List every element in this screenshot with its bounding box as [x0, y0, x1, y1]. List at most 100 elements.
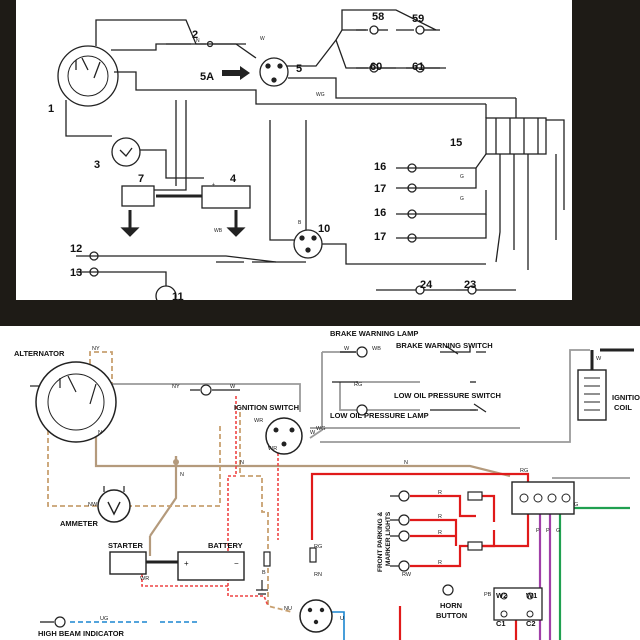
battery-symbol — [201, 185, 251, 209]
wire-code-b: B — [262, 570, 266, 576]
top-label-5: 5 — [296, 63, 302, 75]
battery-symbol: + − — [177, 551, 268, 595]
svg-text:B: B — [298, 220, 302, 226]
horn-button-label: HORN — [440, 601, 462, 610]
alternator-symbol — [30, 361, 117, 443]
wire-code-n-4: N — [180, 472, 184, 478]
top-label-17a: 17 — [374, 183, 386, 195]
wire-code-wb: WB — [372, 346, 381, 352]
top-label-11: 11 — [172, 291, 184, 300]
low-oil-pressure-lamp-label: LOW OIL PRESSURE LAMP — [330, 411, 429, 420]
brake-warning-switch-label: BRAKE WARNING SWITCH — [396, 341, 493, 350]
top-label-17b: 17 — [374, 231, 386, 243]
c2-label: C2 — [526, 619, 536, 628]
wire-code-r-4: R — [438, 560, 442, 566]
wire-code-u: U — [340, 616, 344, 622]
brake-warning-lamp — [356, 346, 368, 358]
wire-code-w-3: W — [596, 356, 602, 362]
wire-code-wg: WG — [316, 426, 325, 432]
svg-text:−: − — [234, 559, 239, 568]
wire-code-r-3: R — [438, 530, 442, 536]
svg-text:G: G — [460, 196, 464, 202]
wire-code-nu: NU — [284, 606, 292, 612]
starter-symbol — [121, 185, 155, 207]
ignition-coil-label-2: COIL — [614, 403, 632, 412]
wire-code-rg-2: RG — [520, 468, 528, 474]
top-label-16b: 16 — [374, 207, 386, 219]
svg-text:WB: WB — [214, 228, 223, 234]
high-beam-indicator-label: HIGH BEAM INDICATOR — [38, 629, 125, 638]
svg-text:+: + — [184, 559, 189, 568]
top-label-5a: 5A — [200, 71, 214, 83]
top-label-24: 24 — [420, 279, 433, 291]
top-label-16a: 16 — [374, 161, 386, 173]
w2-label: W2 — [496, 591, 507, 600]
starter-symbol — [109, 551, 178, 575]
top-label-4: 4 — [230, 173, 237, 185]
wire-code-n-1: N — [98, 430, 102, 436]
wire-code-r-2: R — [438, 514, 442, 520]
low-oil-pressure-lamp — [356, 404, 368, 416]
top-label-15: 15 — [450, 137, 462, 149]
low-oil-pressure-switch — [470, 403, 487, 413]
wire-code-rw: RW — [402, 572, 412, 578]
light-switch-symbol — [299, 599, 333, 633]
wire-code-rn: RN — [314, 572, 322, 578]
top-label-12: 12 — [70, 243, 82, 255]
top-label-61: 61 — [412, 61, 424, 73]
ignition-coil-symbol — [577, 348, 634, 421]
wire-code-r-1: R — [438, 490, 442, 496]
color-wiring-diagram: + − — [0, 326, 640, 640]
svg-text:N: N — [196, 38, 200, 44]
ammeter-symbol — [97, 486, 131, 523]
w1-label: W1 — [526, 591, 537, 600]
brake-warning-switch — [440, 345, 459, 355]
alternator-symbol — [57, 45, 119, 107]
svg-text:+: + — [212, 182, 215, 188]
top-label-1: 1 — [48, 103, 54, 115]
top-label-2: 2 — [192, 29, 198, 41]
svg-text:W: W — [260, 36, 265, 42]
wire-code-rg-1: RG — [314, 544, 322, 550]
c1-label: C1 — [496, 619, 506, 628]
starter-label: STARTER — [108, 541, 143, 550]
top-label-10: 10 — [318, 223, 330, 235]
top-label-7: 7 — [138, 173, 144, 185]
wire-code-p-2: P — [546, 528, 550, 534]
wire-code-n-3: N — [404, 460, 408, 466]
wire-code-w-4: W — [310, 430, 316, 436]
top-label-23: 23 — [464, 279, 476, 291]
front-marker-lamp-2 — [398, 514, 410, 526]
high-beam-indicator-lamp — [54, 616, 66, 628]
ammeter-label: AMMETER — [60, 519, 98, 528]
marker-lights-label: MARKER LIGHTS — [385, 511, 392, 566]
ny-lamp — [200, 384, 212, 396]
top-label-3: 3 — [94, 159, 100, 171]
wire-code-ny-1: NY — [92, 346, 100, 352]
alternator-label: ALTERNATOR — [14, 349, 65, 358]
wire-code-p-1: P — [536, 528, 540, 534]
front-marker-lamp-4 — [398, 560, 410, 572]
top-label-60: 60 — [370, 61, 382, 73]
low-oil-pressure-switch-label: LOW OIL PRESSURE SWITCH — [394, 391, 501, 400]
wire-code-w-1: W — [230, 384, 236, 390]
horn-lamp — [442, 584, 454, 596]
ignition-switch-symbol — [265, 417, 303, 455]
wire-code-g-2: G — [556, 528, 560, 534]
wire-code-ug: UG — [100, 616, 108, 622]
ignition-switch-label: IGNITION SWITCH — [234, 403, 299, 412]
horn-button-label-2: BUTTON — [436, 611, 467, 620]
top-label-13: 13 — [70, 267, 82, 279]
brake-warning-lamp-label: BRAKE WARNING LAMP — [330, 329, 418, 338]
wire-code-wr-1: WR — [254, 418, 263, 424]
wire-code-wr-2: WR — [268, 446, 277, 452]
battery-label: BATTERY — [208, 541, 243, 550]
fuse-box — [511, 481, 575, 515]
wire-code-pb: PB — [484, 592, 492, 598]
ammeter-symbol — [111, 137, 141, 167]
horn-relay — [493, 587, 543, 621]
svg-text:WG: WG — [316, 92, 325, 98]
svg-text:G: G — [460, 174, 464, 180]
